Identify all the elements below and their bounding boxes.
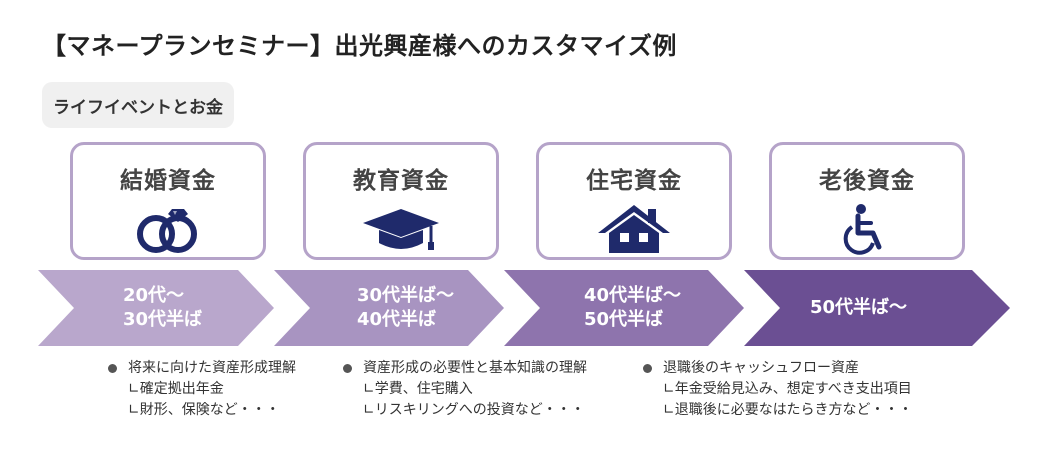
stage-label-1: 20代～ 30代半ば [123,285,203,330]
card-housing-fund: 住宅資金 [536,142,732,260]
card-title: 住宅資金 [586,168,682,194]
stage-arrow-3 [504,270,744,346]
card-education-fund: 教育資金 [303,142,499,260]
card-title: 結婚資金 [120,168,216,194]
card-marriage-fund: 結婚資金 [70,142,266,260]
stage-arrow-1 [38,270,274,346]
section-badge: ライフイベントとお金 [42,82,234,128]
timeline-arrows [0,270,1054,346]
stage-label-3: 40代半ば～ 50代半ば [584,285,682,330]
stage-label-2: 30代半ば～ 40代半ば [357,285,455,330]
card-title: 老後資金 [819,168,915,194]
bullet-dot [643,364,652,373]
note-group-3: 退職後のキャッシュフロー資産 ∟年金受給見込み、想定すべき支出項目 ∟退職後に必… [643,358,912,421]
stage-arrow-4 [744,270,1010,346]
bullet-dot [108,364,117,373]
rings-icon [128,203,208,255]
note-group-1: 将来に向けた資産形成理解 ∟確定拠出年金 ∟財形、保険など・・・ [108,358,296,421]
page-title: 【マネープランセミナー】出光興産様へのカスタマイズ例 [42,32,677,60]
note-group-2: 資産形成の必要性と基本知識の理解 ∟学費、住宅購入 ∟リスキリングへの投資など・… [343,358,587,421]
stage-arrow-2 [274,270,504,346]
graduation-cap-icon [361,203,441,255]
wheelchair-icon [827,203,907,255]
card-retirement-fund: 老後資金 [769,142,965,260]
bullet-dot [343,364,352,373]
house-icon [594,203,674,255]
card-title: 教育資金 [353,168,449,194]
stage-label-4: 50代半ば～ [810,297,908,318]
